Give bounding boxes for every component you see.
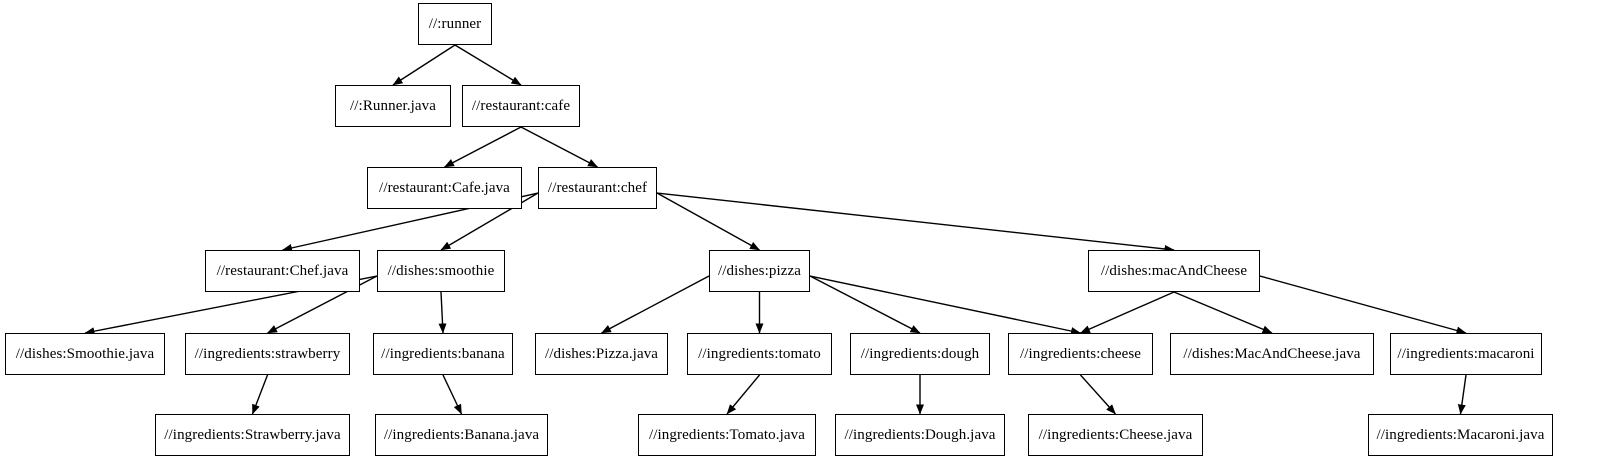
graph-node-restaurant-cafe[interactable]: //restaurant:cafe bbox=[462, 85, 580, 127]
graph-node-dishes-smoothie[interactable]: //dishes:smoothie bbox=[377, 250, 505, 292]
graph-node-dishes-pizza[interactable]: //dishes:pizza bbox=[709, 250, 810, 292]
graph-node-label: //dishes:Pizza.java bbox=[544, 345, 659, 362]
graph-node-label: //ingredients:Strawberry.java bbox=[164, 426, 341, 443]
graph-node-label: //restaurant:cafe bbox=[471, 97, 571, 114]
graph-node-ing-cheese[interactable]: //ingredients:cheese bbox=[1008, 333, 1153, 375]
graph-node-restaurant-chef-java[interactable]: //restaurant:Chef.java bbox=[205, 250, 360, 292]
graph-node-runner-java[interactable]: //:Runner.java bbox=[335, 85, 451, 127]
graph-node-label: //ingredients:Tomato.java bbox=[649, 426, 805, 443]
graph-node-label: //dishes:macAndCheese bbox=[1100, 262, 1248, 279]
graph-node-dishes-mac-java[interactable]: //dishes:MacAndCheese.java bbox=[1170, 333, 1374, 375]
graph-node-restaurant-chef[interactable]: //restaurant:chef bbox=[538, 167, 657, 209]
graph-node-label: //dishes:smoothie bbox=[387, 262, 495, 279]
graph-node-runner[interactable]: //:runner bbox=[418, 3, 492, 45]
graph-node-label: //dishes:Smoothie.java bbox=[15, 345, 155, 362]
graph-node-dishes-pizza-java[interactable]: //dishes:Pizza.java bbox=[535, 333, 668, 375]
graph-node-label: //restaurant:Cafe.java bbox=[379, 179, 510, 196]
graph-node-ing-cheese-java[interactable]: //ingredients:Cheese.java bbox=[1028, 414, 1203, 456]
graph-node-label: //ingredients:strawberry bbox=[194, 345, 341, 362]
graph-node-label: //ingredients:dough bbox=[860, 345, 980, 362]
graph-node-label: //ingredients:tomato bbox=[698, 345, 821, 362]
graph-node-dishes-smoothie-java[interactable]: //dishes:Smoothie.java bbox=[5, 333, 165, 375]
graph-node-ing-macaroni[interactable]: //ingredients:macaroni bbox=[1390, 333, 1542, 375]
graph-node-label: //:Runner.java bbox=[350, 97, 436, 114]
graph-node-ing-banana-java[interactable]: //ingredients:Banana.java bbox=[375, 414, 548, 456]
graph-node-dishes-macandcheese[interactable]: //dishes:macAndCheese bbox=[1088, 250, 1260, 292]
graph-node-label: //ingredients:Dough.java bbox=[844, 426, 996, 443]
graph-node-ing-dough-java[interactable]: //ingredients:Dough.java bbox=[835, 414, 1005, 456]
graph-node-restaurant-cafe-java[interactable]: //restaurant:Cafe.java bbox=[367, 167, 522, 209]
graph-node-ing-banana[interactable]: //ingredients:banana bbox=[373, 333, 513, 375]
graph-node-label: //dishes:pizza bbox=[717, 262, 802, 279]
graph-node-label: //dishes:MacAndCheese.java bbox=[1183, 345, 1361, 362]
graph-node-label: //ingredients:Macaroni.java bbox=[1376, 426, 1545, 443]
graph-node-ing-tomato[interactable]: //ingredients:tomato bbox=[687, 333, 832, 375]
graph-node-ing-strawberry-java[interactable]: //ingredients:Strawberry.java bbox=[155, 414, 350, 456]
graph-node-label: //ingredients:Banana.java bbox=[383, 426, 540, 443]
graph-node-ing-tomato-java[interactable]: //ingredients:Tomato.java bbox=[638, 414, 816, 456]
graph-node-label: //ingredients:cheese bbox=[1019, 345, 1142, 362]
graph-node-ing-strawberry[interactable]: //ingredients:strawberry bbox=[185, 333, 350, 375]
graph-node-ing-macaroni-java[interactable]: //ingredients:Macaroni.java bbox=[1368, 414, 1553, 456]
graph-node-label: //restaurant:Chef.java bbox=[216, 262, 349, 279]
graph-node-label: //restaurant:chef bbox=[547, 179, 648, 196]
graph-node-label: //:runner bbox=[428, 15, 482, 32]
graph-node-ing-dough[interactable]: //ingredients:dough bbox=[850, 333, 990, 375]
graph-node-label: //ingredients:macaroni bbox=[1397, 345, 1535, 362]
graph-node-label: //ingredients:banana bbox=[381, 345, 505, 362]
graph-node-label: //ingredients:Cheese.java bbox=[1038, 426, 1193, 443]
